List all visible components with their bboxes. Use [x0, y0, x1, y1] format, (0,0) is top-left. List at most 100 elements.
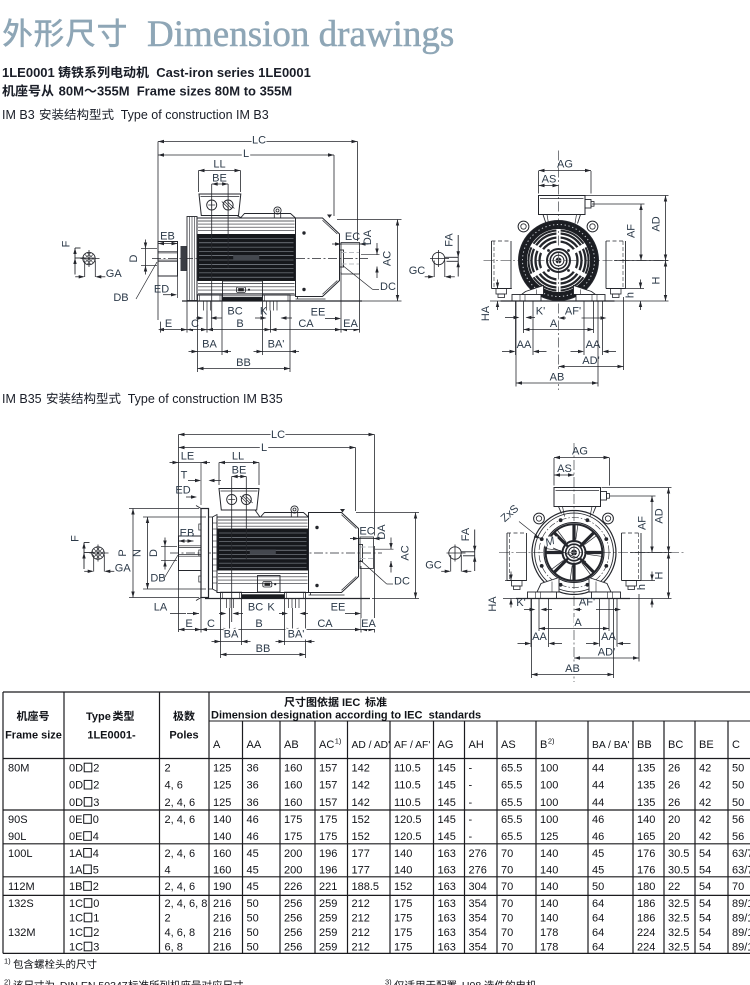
svg-text:221: 221 — [319, 881, 337, 893]
svg-text:LA: LA — [154, 602, 168, 614]
svg-text:186: 186 — [637, 898, 655, 910]
svg-text:256: 256 — [284, 927, 302, 939]
svg-text:2: 2 — [93, 927, 99, 939]
svg-text:U08: U08 — [459, 980, 484, 985]
svg-text:4: 4 — [93, 831, 99, 843]
svg-text:45: 45 — [592, 864, 604, 876]
svg-text:LL: LL — [232, 451, 244, 463]
svg-text:20: 20 — [668, 814, 680, 826]
svg-text:EE: EE — [311, 307, 326, 319]
svg-text:DB: DB — [150, 573, 165, 585]
svg-text:D: D — [148, 549, 160, 557]
svg-text:1: 1 — [93, 913, 99, 925]
svg-text:44: 44 — [592, 797, 604, 809]
svg-text:163: 163 — [438, 864, 456, 876]
svg-text:0E: 0E — [69, 814, 82, 826]
svg-text:178: 178 — [540, 942, 558, 954]
svg-text:N: N — [132, 549, 144, 557]
svg-text:50: 50 — [247, 942, 259, 954]
svg-text:70: 70 — [501, 864, 513, 876]
svg-text:EB: EB — [180, 528, 195, 540]
svg-text:BA': BA' — [288, 629, 305, 641]
svg-text:A: A — [550, 318, 558, 330]
svg-text:A: A — [213, 739, 221, 751]
svg-text:65.5: 65.5 — [501, 763, 522, 775]
svg-text:3: 3 — [93, 797, 99, 809]
svg-text:32.5: 32.5 — [668, 913, 689, 925]
svg-text:177: 177 — [352, 864, 370, 876]
svg-text:Poles: Poles — [169, 730, 198, 742]
svg-text:1C: 1C — [69, 898, 83, 910]
svg-text:354: 354 — [469, 942, 487, 954]
svg-text:65.5: 65.5 — [501, 814, 522, 826]
svg-text:46: 46 — [592, 831, 604, 843]
svg-text:DC: DC — [380, 281, 396, 293]
svg-text:64: 64 — [592, 942, 604, 954]
svg-text:196: 196 — [319, 848, 337, 860]
svg-text:1C: 1C — [69, 927, 83, 939]
svg-text:30.5: 30.5 — [668, 848, 689, 860]
svg-text:h: h — [636, 584, 648, 590]
svg-text:BA: BA — [202, 339, 217, 351]
svg-text:256: 256 — [284, 913, 302, 925]
svg-text:C: C — [191, 318, 199, 330]
svg-text:42: 42 — [699, 831, 711, 843]
svg-text:FA: FA — [444, 233, 456, 247]
svg-text:32.5: 32.5 — [668, 927, 689, 939]
svg-text:259: 259 — [319, 942, 337, 954]
svg-text:140: 140 — [540, 913, 558, 925]
svg-text:EE: EE — [331, 602, 346, 614]
svg-text:100: 100 — [540, 763, 558, 775]
svg-text:36: 36 — [247, 797, 259, 809]
svg-text:176: 176 — [637, 848, 655, 860]
svg-text:-: - — [469, 763, 473, 775]
svg-text:175: 175 — [319, 814, 337, 826]
svg-text:1): 1) — [335, 737, 342, 746]
svg-text:AS: AS — [557, 463, 572, 475]
svg-text:LC: LC — [252, 135, 266, 147]
svg-text:Cast-iron series 1LE0001: Cast-iron series 1LE0001 — [149, 65, 311, 80]
svg-text:BC: BC — [227, 306, 242, 318]
svg-text:ZxS: ZxS — [499, 503, 522, 525]
svg-text:212: 212 — [352, 927, 370, 939]
svg-text:142: 142 — [352, 763, 370, 775]
svg-text:2: 2 — [93, 763, 99, 775]
svg-text:142: 142 — [352, 780, 370, 792]
svg-text:AA: AA — [517, 339, 532, 351]
svg-text:-: - — [469, 814, 473, 826]
svg-text:26: 26 — [668, 763, 680, 775]
svg-text:1C: 1C — [69, 942, 83, 954]
svg-text:h: h — [625, 292, 637, 298]
svg-text:256: 256 — [284, 898, 302, 910]
svg-text:54: 54 — [699, 913, 711, 925]
svg-text:224: 224 — [637, 942, 655, 954]
svg-text:AC: AC — [319, 739, 334, 751]
svg-text:4, 6: 4, 6 — [165, 780, 183, 792]
svg-text:0: 0 — [93, 814, 99, 826]
svg-text:AG: AG — [557, 159, 573, 171]
svg-text:112M: 112M — [8, 881, 35, 893]
svg-text:175: 175 — [394, 942, 412, 954]
svg-text:AA: AA — [247, 739, 262, 751]
svg-text:157: 157 — [319, 763, 337, 775]
svg-text:0D: 0D — [69, 780, 83, 792]
svg-text:BC: BC — [668, 739, 683, 751]
svg-text:EC: EC — [359, 526, 374, 538]
svg-text:CA: CA — [298, 318, 314, 330]
svg-text:125: 125 — [213, 797, 231, 809]
svg-text:163: 163 — [438, 898, 456, 910]
svg-text:50: 50 — [732, 763, 744, 775]
svg-text:90S: 90S — [8, 814, 28, 826]
svg-text:200: 200 — [284, 848, 302, 860]
svg-text:216: 216 — [213, 942, 231, 954]
svg-text:54: 54 — [699, 881, 711, 893]
svg-text:259: 259 — [319, 898, 337, 910]
svg-text:Frame size: Frame size — [5, 730, 62, 742]
svg-text:GC: GC — [409, 265, 426, 277]
svg-text:IEC: IEC — [342, 697, 363, 709]
svg-text:45: 45 — [592, 848, 604, 860]
svg-text:BB: BB — [236, 357, 251, 369]
svg-text:HA: HA — [487, 596, 499, 612]
svg-text:2, 4, 6: 2, 4, 6 — [165, 848, 196, 860]
svg-text:70: 70 — [732, 881, 744, 893]
